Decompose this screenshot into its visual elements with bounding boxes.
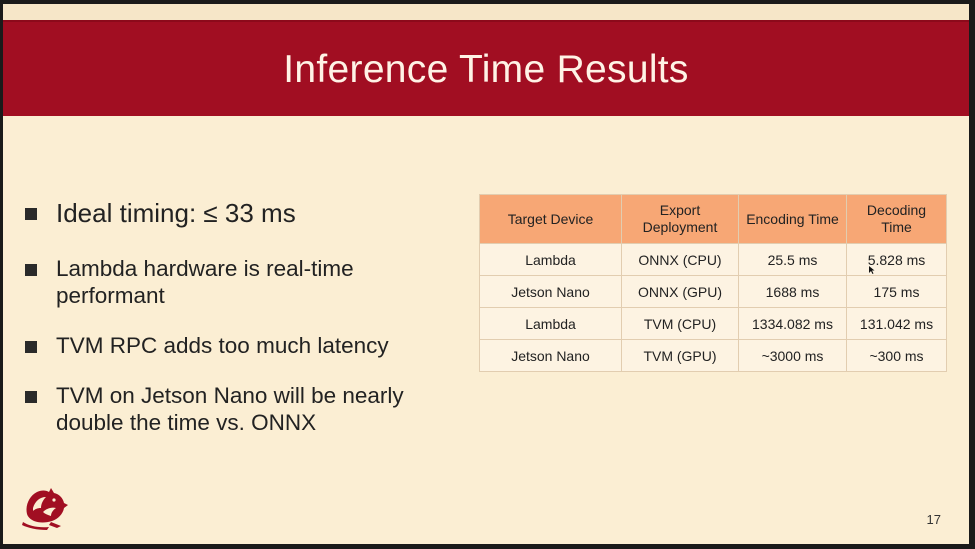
top-strip — [3, 4, 969, 20]
results-table-container: Target Device Export Deployment Encoding… — [479, 194, 947, 372]
table-cell: 131.042 ms — [846, 307, 947, 340]
bullet-text: TVM RPC adds too much latency — [56, 333, 389, 358]
mouse-cursor-icon — [869, 266, 875, 274]
header-encoding-time: Encoding Time — [738, 194, 847, 244]
bullet-item: TVM on Jetson Nano will be nearly double… — [23, 382, 463, 436]
bullet-text: Ideal timing: ≤ 33 ms — [56, 198, 296, 228]
table-cell: 5.828 ms — [846, 243, 947, 276]
title-bar: Inference Time Results — [3, 20, 969, 116]
header-target-device: Target Device — [479, 194, 622, 244]
bullet-item: TVM RPC adds too much latency — [23, 332, 463, 359]
wsu-cougar-logo-icon — [22, 488, 68, 530]
header-export-deployment: Export Deployment — [621, 194, 739, 244]
bullet-text: TVM on Jetson Nano will be nearly double… — [56, 383, 404, 435]
table-cell: TVM (CPU) — [621, 307, 739, 340]
bullet-text: Lambda hardware is real-time performant — [56, 256, 354, 308]
header-decoding-time: Decoding Time — [846, 194, 947, 244]
square-bullet-icon — [25, 391, 37, 403]
square-bullet-icon — [25, 341, 37, 353]
table-cell: 175 ms — [846, 275, 947, 308]
bullet-item: Lambda hardware is real-time performant — [23, 255, 463, 309]
table-cell: 1334.082 ms — [738, 307, 847, 340]
slide: Inference Time Results Ideal timing: ≤ 3… — [3, 4, 969, 544]
table-row: Jetson Nano ONNX (GPU) 1688 ms 175 ms — [479, 275, 947, 308]
table-cell: ~3000 ms — [738, 339, 847, 372]
bullet-item: Ideal timing: ≤ 33 ms — [23, 198, 463, 228]
table-cell: ONNX (CPU) — [621, 243, 739, 276]
table-cell: 25.5 ms — [738, 243, 847, 276]
table-cell: Jetson Nano — [479, 275, 622, 308]
table-cell: ~300 ms — [846, 339, 947, 372]
results-table: Target Device Export Deployment Encoding… — [479, 194, 947, 372]
table-row: Lambda ONNX (CPU) 25.5 ms 5.828 ms — [479, 243, 947, 276]
table-cell: TVM (GPU) — [621, 339, 739, 372]
slide-title: Inference Time Results — [283, 48, 689, 91]
table-row: Lambda TVM (CPU) 1334.082 ms 131.042 ms — [479, 307, 947, 340]
table-header-row: Target Device Export Deployment Encoding… — [479, 194, 947, 244]
table-row: Jetson Nano TVM (GPU) ~3000 ms ~300 ms — [479, 339, 947, 372]
square-bullet-icon — [25, 208, 37, 220]
bullet-list: Ideal timing: ≤ 33 ms Lambda hardware is… — [23, 198, 463, 459]
table-cell: Lambda — [479, 243, 622, 276]
table-cell: ONNX (GPU) — [621, 275, 739, 308]
table-cell: 1688 ms — [738, 275, 847, 308]
table-cell: Jetson Nano — [479, 339, 622, 372]
table-cell: Lambda — [479, 307, 622, 340]
page-number: 17 — [926, 512, 941, 527]
square-bullet-icon — [25, 264, 37, 276]
